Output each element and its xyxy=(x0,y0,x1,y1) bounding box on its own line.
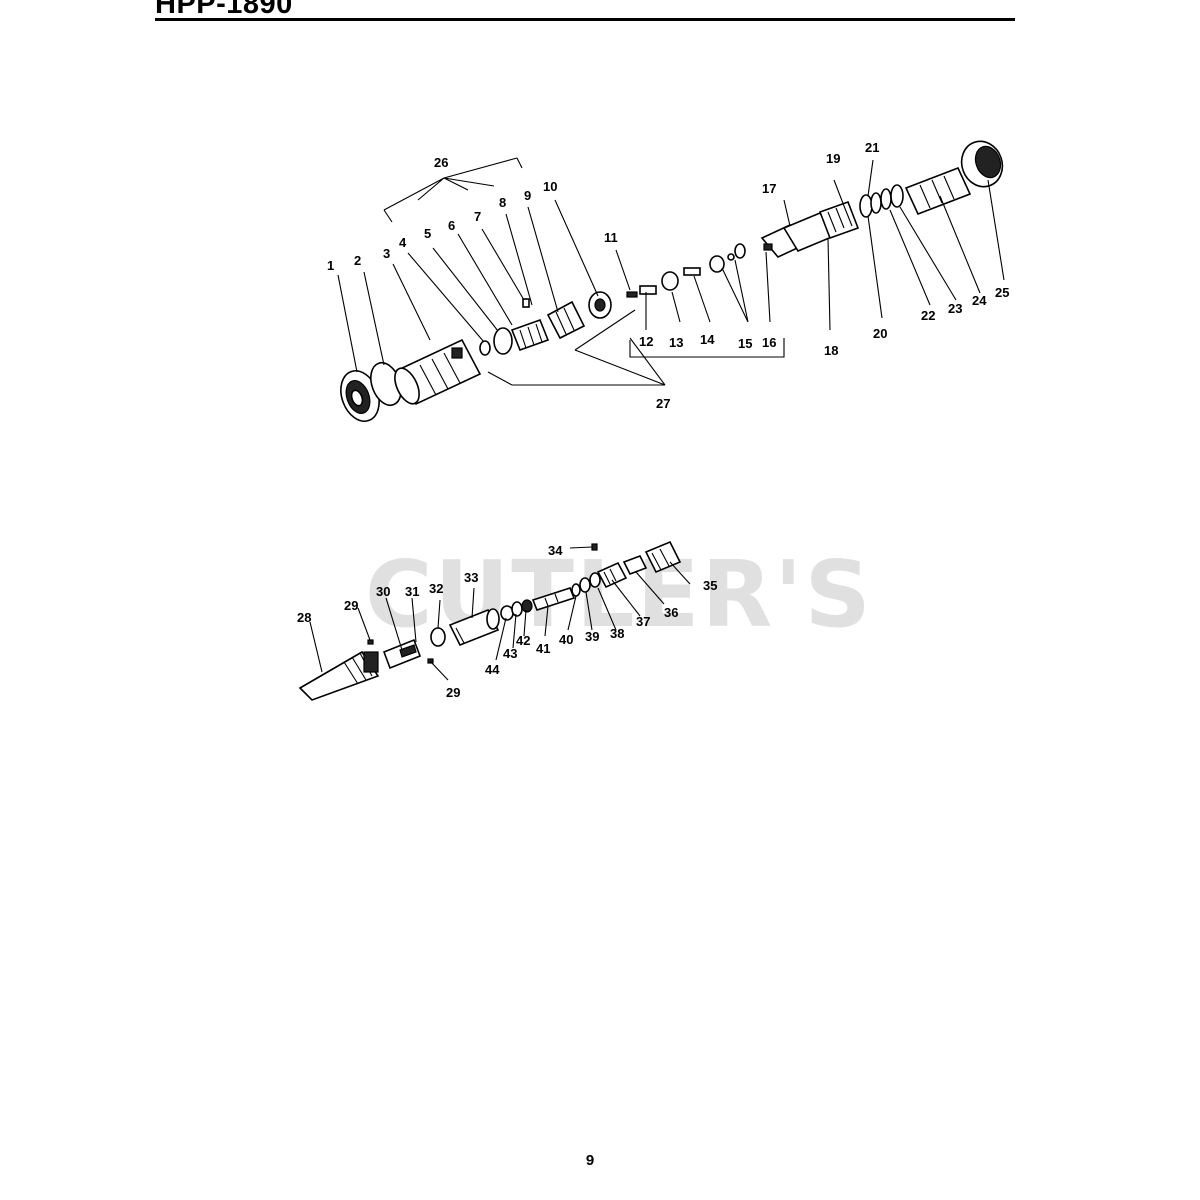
callout-33: 33 xyxy=(464,570,478,585)
callout-14: 14 xyxy=(700,332,715,347)
lower-assembly: 28 29 29 30 31 32 33 34 35 36 37 38 39 4… xyxy=(297,540,717,701)
callout-37: 37 xyxy=(636,614,650,629)
callout-16: 16 xyxy=(762,335,776,350)
callout-7: 7 xyxy=(474,209,481,224)
part-44-seat xyxy=(500,605,514,621)
part-35-coupler xyxy=(644,540,682,574)
callout-17: 17 xyxy=(762,181,776,196)
part-33-cylinder xyxy=(448,608,500,647)
callout-39: 39 xyxy=(585,629,599,644)
part-13-valve xyxy=(661,271,679,291)
callout-43: 43 xyxy=(503,646,517,661)
part-30-insert xyxy=(382,638,422,670)
callout-3: 3 xyxy=(383,246,390,261)
part-11-spring xyxy=(626,291,638,298)
callout-40: 40 xyxy=(559,632,573,647)
watermark-text: CUTLER'S xyxy=(365,541,873,648)
part-14-stem xyxy=(683,267,701,276)
callout-29-upper: 29 xyxy=(344,598,358,613)
page-title: HPP-1890 xyxy=(155,0,293,20)
callout-15: 15 xyxy=(738,336,752,351)
callout-41: 41 xyxy=(536,641,550,656)
callout-21: 21 xyxy=(865,140,879,155)
part-12-pin xyxy=(639,285,657,295)
callout-30: 30 xyxy=(376,584,390,599)
leader-lines-upper xyxy=(337,159,1005,373)
callout-24: 24 xyxy=(972,293,987,308)
callout-35: 35 xyxy=(703,578,717,593)
part-9-gear-cage xyxy=(546,300,586,340)
callout-5: 5 xyxy=(424,226,431,241)
callout-23: 23 xyxy=(948,301,962,316)
callout-8: 8 xyxy=(499,195,506,210)
part-5-ring xyxy=(493,327,513,355)
callout-31: 31 xyxy=(405,584,419,599)
callout-11: 11 xyxy=(604,230,618,245)
part-16-o-ring xyxy=(734,243,746,259)
callout-44: 44 xyxy=(485,662,500,677)
part-15-ball xyxy=(727,253,735,261)
part-38-ring xyxy=(589,572,601,588)
callout-34: 34 xyxy=(548,543,563,558)
callout-32: 32 xyxy=(429,581,443,596)
callout-27: 27 xyxy=(656,396,670,411)
page-number: 9 xyxy=(585,1152,595,1169)
part-24-housing-end xyxy=(904,166,972,216)
part-17-motor xyxy=(760,211,836,258)
part-10-bushing xyxy=(588,291,612,319)
callout-18: 18 xyxy=(824,343,838,358)
callout-42: 42 xyxy=(516,633,530,648)
part-41-stem xyxy=(531,587,576,611)
callout-1: 1 xyxy=(327,258,334,273)
callout-25: 25 xyxy=(995,285,1009,300)
bracket-27 xyxy=(512,337,785,386)
part-15-seal xyxy=(709,255,725,273)
part-39-ring xyxy=(579,577,591,593)
leader-lines-lower xyxy=(309,561,691,681)
part-28-nozzle-body xyxy=(298,650,380,701)
bracket-26 xyxy=(383,157,518,211)
callout-13: 13 xyxy=(669,335,683,350)
part-6-ratchet xyxy=(510,318,550,352)
header-rule xyxy=(155,18,1015,21)
callout-4: 4 xyxy=(399,235,407,250)
part-23-ring xyxy=(890,184,904,208)
callout-10: 10 xyxy=(543,179,557,194)
part-25-end-cap xyxy=(960,140,1004,188)
callout-20: 20 xyxy=(873,326,887,341)
part-22-ring xyxy=(880,188,892,210)
part-32-ring xyxy=(430,627,446,647)
part-20-ring xyxy=(859,194,873,218)
part-34-screw xyxy=(569,543,598,551)
callout-28: 28 xyxy=(297,610,311,625)
callout-26: 26 xyxy=(434,155,448,170)
part-40-ring xyxy=(571,583,581,597)
part-3-housing xyxy=(394,338,482,406)
callout-6: 6 xyxy=(448,218,455,233)
callout-9: 9 xyxy=(524,188,531,203)
upper-assembly: 1 2 3 4 5 6 7 8 9 10 11 12 13 14 15 16 1… xyxy=(327,140,1009,422)
part-18-cylinder xyxy=(818,200,860,240)
part-4-o-ring xyxy=(479,340,491,356)
part-42-seal xyxy=(521,599,533,613)
part-43-washer xyxy=(511,601,523,617)
part-37-fitting xyxy=(596,561,628,589)
callout-19: 19 xyxy=(826,151,840,166)
part-29-pin-upper xyxy=(367,639,374,645)
callout-2: 2 xyxy=(354,253,361,268)
callout-36: 36 xyxy=(664,605,678,620)
callout-29-lower: 29 xyxy=(446,685,460,700)
callout-38: 38 xyxy=(610,626,624,641)
part-21-ring xyxy=(870,192,882,214)
part-1-end-cap xyxy=(340,370,380,422)
part-8-pin xyxy=(522,298,530,308)
callout-22: 22 xyxy=(921,308,935,323)
part-36-collar xyxy=(622,554,648,576)
callout-12: 12 xyxy=(639,334,653,349)
